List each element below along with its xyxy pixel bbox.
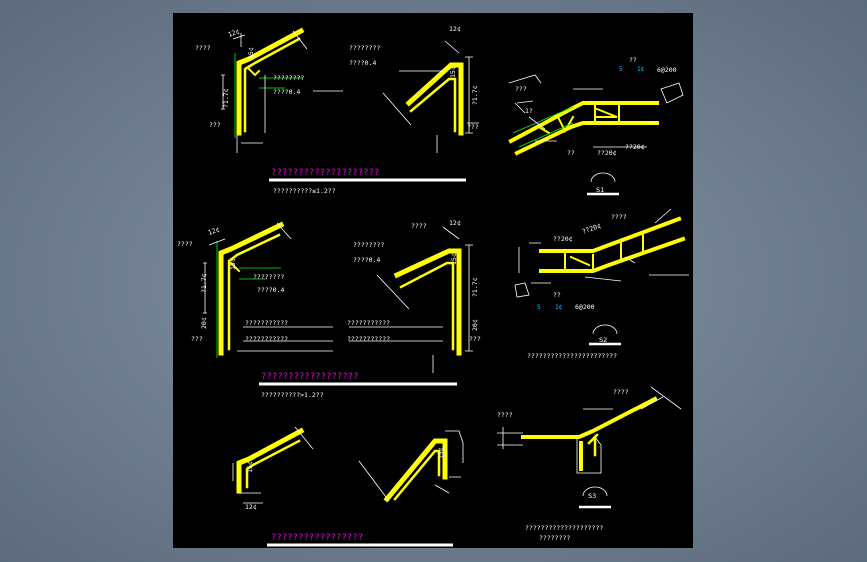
bottom-row-title: ????????????????? bbox=[271, 533, 363, 543]
mid-mid-dim-1: ??????????? bbox=[347, 319, 390, 327]
top-left-note-2: ????0.4 bbox=[273, 88, 300, 96]
detail-top-left: ???? 12¢ 15¢ ?1.7¢ ???????? ????0.4 ??? bbox=[195, 27, 343, 153]
s1-note-2: ?? bbox=[567, 149, 575, 157]
mid-mid-label-top: ???? bbox=[411, 222, 427, 230]
s3-caption-2: ???????? bbox=[539, 534, 570, 542]
mid-mid-base: ??? bbox=[469, 335, 481, 343]
mid-mid-dim-15: 15¢ bbox=[450, 253, 458, 265]
mid-mid-dim-12: 12¢ bbox=[449, 219, 461, 227]
mid-left-dim-17: ?1.7¢ bbox=[200, 273, 208, 293]
top-left-dim-12: 12¢ bbox=[227, 27, 241, 39]
s2-note-1: ?? bbox=[553, 291, 561, 299]
section-s3: ???? ???? S3 ???????????????????? ??????… bbox=[497, 386, 682, 542]
top-mid-note-1: ???????? bbox=[349, 44, 380, 52]
top-mid-note-2: ????0.4 bbox=[349, 59, 376, 67]
s1-section-label: S1 bbox=[596, 186, 604, 194]
top-row-title: ???????????????????? bbox=[271, 168, 379, 178]
top-left-base: ??? bbox=[209, 121, 221, 129]
section-s1: ?? 5 1¢ 6@200 ??? 1? ?? ??20¢ ??20¢ S1 bbox=[508, 56, 684, 196]
top-left-dim-17: ?1.7¢ bbox=[222, 88, 230, 108]
s2-section-label: S2 bbox=[599, 336, 607, 344]
mid-left-note-2: ????0.4 bbox=[257, 286, 284, 294]
top-left-dim-15: 15¢ bbox=[247, 47, 255, 59]
bottom-mid-dim-15: 15¢ bbox=[437, 447, 445, 459]
top-row-subtitle: ??????????≤1.2?? bbox=[273, 187, 336, 195]
detail-bottom-left: 15¢ 12¢ bbox=[232, 426, 314, 511]
detail-bottom-mid: 15¢ bbox=[358, 430, 464, 503]
s3-note-left: ???? bbox=[497, 411, 513, 419]
s3-caption-1: ???????????????????? bbox=[525, 524, 603, 532]
s1-note-top: ?? bbox=[629, 56, 637, 64]
mid-mid-note-2: ????0.4 bbox=[353, 256, 380, 264]
s2-rebar-spacing: 6@200 bbox=[575, 303, 595, 311]
top-left-note-1: ???????? bbox=[273, 74, 304, 82]
mid-left-note-1: ???????? bbox=[253, 273, 284, 281]
top-mid-dim-15: 15¢ bbox=[449, 66, 457, 78]
bottom-left-dim-12: 12¢ bbox=[245, 503, 257, 511]
mid-left-label-top: ???? bbox=[177, 240, 193, 248]
bottom-left-dim-15: 15¢ bbox=[246, 461, 254, 473]
s2-bar-1: ??20¢ bbox=[553, 235, 573, 243]
s2-note-top: ???? bbox=[611, 213, 627, 221]
s3-note-top: ???? bbox=[613, 388, 629, 396]
s1-rebar-b: 1¢ bbox=[637, 66, 645, 73]
mid-left-dim-20: 20¢ bbox=[200, 317, 208, 329]
s1-bar-2: ??20¢ bbox=[625, 143, 645, 151]
mid-left-dim-2: ??????????? bbox=[245, 335, 288, 343]
drawing-canvas: ???? 12¢ 15¢ ?1.7¢ ???????? ????0.4 ??? … bbox=[177, 25, 689, 547]
s1-rebar-spacing: 6@200 bbox=[657, 66, 677, 74]
detail-mid-mid: ???? ???????? ????0.4 12¢ 15¢ ?1.7¢ 20¢ … bbox=[347, 219, 481, 373]
mid-mid-note-1: ???????? bbox=[353, 241, 384, 249]
mid-mid-dim-20: 20¢ bbox=[471, 319, 479, 331]
detail-mid-left: ???? 12¢ 15¢ ?1.7¢ 20¢ ???????? ????0.4 … bbox=[177, 221, 333, 358]
mid-mid-dim-2: ??????????? bbox=[347, 335, 390, 343]
s2-rebar-a: 5 bbox=[537, 304, 541, 311]
mid-left-dim-12: 12¢ bbox=[207, 225, 221, 237]
top-mid-dim-17: ?1.7¢ bbox=[471, 85, 479, 105]
middle-row-title: ?????????????????? bbox=[261, 372, 359, 382]
s1-rebar-a: 5 bbox=[619, 66, 623, 73]
s1-note-1: 1? bbox=[525, 107, 533, 115]
top-mid-dim-12: 12¢ bbox=[449, 25, 461, 33]
drawing-sheet: ???? 12¢ 15¢ ?1.7¢ ???????? ????0.4 ??? … bbox=[173, 13, 693, 548]
s1-note-left: ??? bbox=[515, 85, 527, 93]
s1-bar-1: ??20¢ bbox=[597, 149, 617, 157]
s2-caption: ??????????????????????? bbox=[527, 352, 617, 360]
mid-left-dim-1: ??????????? bbox=[245, 319, 288, 327]
middle-row-subtitle: ??????????>1.2?? bbox=[261, 391, 324, 399]
s2-bar-2: ??20¢ bbox=[581, 222, 602, 236]
mid-mid-dim-17: ?1.7¢ bbox=[471, 277, 479, 297]
detail-top-mid: ???????? ????0.4 12¢ 15¢ ?1.7¢ ??? bbox=[349, 25, 479, 153]
top-left-label-top: ???? bbox=[195, 44, 211, 52]
s2-rebar-b: 1¢ bbox=[555, 304, 563, 311]
mid-left-dim-15: 15¢ bbox=[229, 258, 237, 270]
s3-section-label: S3 bbox=[588, 492, 596, 500]
section-s2: ???? ??20¢ ??20¢ 5 1¢ 6@200 ?? S2 ??????… bbox=[514, 208, 689, 360]
top-mid-base: ??? bbox=[467, 123, 479, 131]
mid-left-base: ??? bbox=[191, 335, 203, 343]
